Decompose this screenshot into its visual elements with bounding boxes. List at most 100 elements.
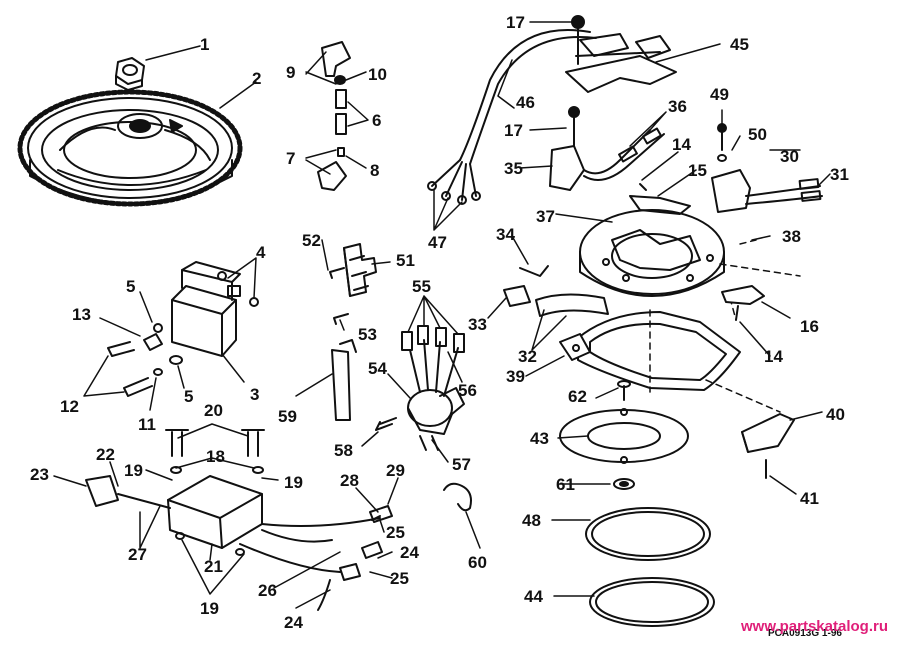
callout-5b: 5 xyxy=(184,387,193,406)
callout-51: 51 xyxy=(396,251,415,270)
sensor-assembly xyxy=(565,15,677,93)
power-pack xyxy=(85,429,393,611)
callout-37: 37 xyxy=(536,207,555,226)
charge-coil xyxy=(549,106,665,191)
callout-19a: 19 xyxy=(124,461,143,480)
callout-48: 48 xyxy=(522,511,541,530)
o-ring-48 xyxy=(585,507,711,561)
callout-18: 18 xyxy=(206,447,225,466)
armature-plate xyxy=(579,183,725,297)
callout-2: 2 xyxy=(252,69,261,88)
ignition-coil xyxy=(107,261,259,397)
spark-plug-boot-parts xyxy=(317,41,351,191)
callout-47: 47 xyxy=(428,233,447,252)
callout-15: 15 xyxy=(688,161,707,180)
callout-40: 40 xyxy=(826,405,845,424)
callout-5a: 5 xyxy=(126,277,135,296)
callout-14a: 14 xyxy=(672,135,691,154)
bracket xyxy=(331,339,357,421)
callout-45: 45 xyxy=(730,35,749,54)
retaining-clip xyxy=(443,482,472,512)
terminal-block xyxy=(329,243,377,325)
callout-28: 28 xyxy=(340,471,359,490)
flywheel-nut xyxy=(115,57,145,91)
callout-61: 61 xyxy=(556,475,575,494)
callout-29: 29 xyxy=(386,461,405,480)
callout-56: 56 xyxy=(458,381,477,400)
callout-26: 26 xyxy=(258,581,277,600)
callout-14b: 14 xyxy=(764,347,783,366)
screw-62 xyxy=(617,380,631,401)
sensor-coil xyxy=(711,123,823,213)
watermark: www.partskatalog.ru xyxy=(741,618,888,635)
callout-7: 7 xyxy=(286,149,295,168)
callout-43: 43 xyxy=(530,429,549,448)
throttle-cam xyxy=(721,285,765,321)
washer-61 xyxy=(613,478,635,490)
callout-57: 57 xyxy=(452,455,471,474)
callout-19b: 19 xyxy=(284,473,303,492)
flywheel xyxy=(17,89,243,207)
callout-62: 62 xyxy=(568,387,587,406)
callout-44: 44 xyxy=(524,587,543,606)
callout-19c: 19 xyxy=(200,599,219,618)
callout-16: 16 xyxy=(800,317,819,336)
callout-38: 38 xyxy=(782,227,801,246)
callout-24a: 24 xyxy=(400,543,419,562)
callout-9: 9 xyxy=(286,63,295,82)
callout-53: 53 xyxy=(358,325,377,344)
callout-55: 55 xyxy=(412,277,431,296)
callout-6: 6 xyxy=(372,111,381,130)
drawing-code-date: 1-96 xyxy=(821,628,842,639)
callout-11: 11 xyxy=(138,415,156,434)
callout-60: 60 xyxy=(468,553,487,572)
callout-32: 32 xyxy=(518,347,537,366)
callout-17b: 17 xyxy=(504,121,523,140)
rectifier xyxy=(375,325,465,451)
callout-36: 36 xyxy=(668,97,687,116)
retaining-clip-34 xyxy=(519,265,549,277)
callout-27: 27 xyxy=(128,545,147,564)
callout-20: 20 xyxy=(204,401,223,420)
callout-1: 1 xyxy=(200,35,209,54)
callout-23: 23 xyxy=(30,465,49,484)
callout-21: 21 xyxy=(204,557,223,576)
retainer-plate xyxy=(559,311,741,391)
callout-39: 39 xyxy=(506,367,525,386)
callout-49: 49 xyxy=(710,85,729,104)
callout-8: 8 xyxy=(370,161,379,180)
callout-13: 13 xyxy=(72,305,91,324)
callout-22: 22 xyxy=(96,445,115,464)
drawing-code-number: PCA0913G xyxy=(768,628,820,639)
callout-31: 31 xyxy=(830,165,849,184)
callout-58: 58 xyxy=(334,441,353,460)
callout-3: 3 xyxy=(250,385,259,404)
callout-50: 50 xyxy=(748,125,767,144)
callout-25a: 25 xyxy=(386,523,405,542)
callout-41: 41 xyxy=(800,489,819,508)
magnet-block xyxy=(741,413,795,479)
bushing-ring xyxy=(559,408,689,464)
callout-30: 30 xyxy=(780,147,799,166)
callout-33: 33 xyxy=(468,315,487,334)
callout-35: 35 xyxy=(504,159,523,178)
callout-52: 52 xyxy=(302,231,321,250)
stator-harness xyxy=(427,29,597,205)
callout-54: 54 xyxy=(368,359,387,378)
o-ring-44 xyxy=(589,577,715,627)
callout-25b: 25 xyxy=(390,569,409,588)
callout-10: 10 xyxy=(368,65,387,84)
callout-46: 46 xyxy=(516,93,535,112)
hose-parts xyxy=(503,285,609,317)
callout-12: 12 xyxy=(60,397,79,416)
callout-24b: 24 xyxy=(284,613,303,632)
callout-numbers: 1 2 3 4 5 5 6 7 8 9 10 11 12 13 14 14 15… xyxy=(30,13,849,632)
callout-59: 59 xyxy=(278,407,297,426)
callout-4: 4 xyxy=(256,243,266,262)
callout-34: 34 xyxy=(496,225,515,244)
callout-17a: 17 xyxy=(506,13,525,32)
drawing-code: PCA0913G 1-96 xyxy=(768,628,842,639)
callout-leader-lines xyxy=(53,21,831,609)
